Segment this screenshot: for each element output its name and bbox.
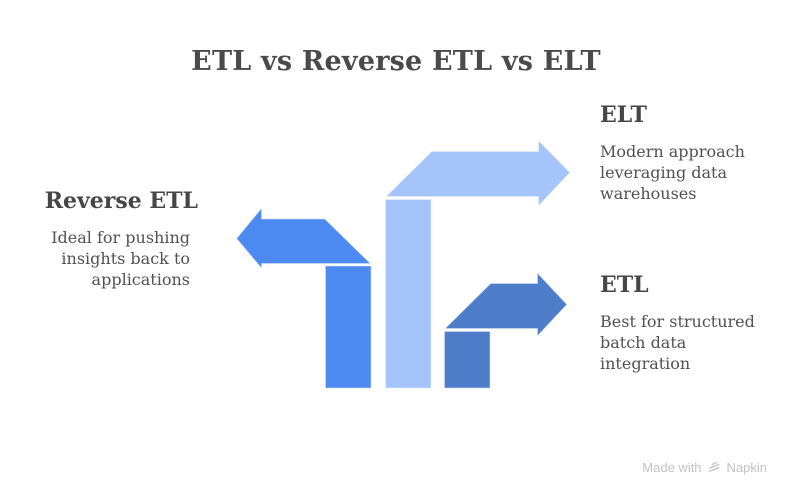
napkin-logo-icon xyxy=(708,461,719,472)
reverse-etl-heading: Reverse ETL xyxy=(44,188,198,214)
reverse-etl-description-line: insights back to xyxy=(61,248,190,268)
reverse-etl-description-line: Ideal for pushing xyxy=(51,227,190,247)
elt-description: Modern approach leveraging data warehous… xyxy=(600,141,770,204)
reverse-etl-label-block: Reverse ETL Ideal for pushing insights b… xyxy=(40,188,198,290)
reverse-etl-arrow xyxy=(235,204,374,390)
reverse-etl-description: Ideal for pushing insights back to appli… xyxy=(40,227,198,290)
made-with-text: Made with xyxy=(642,460,702,475)
etl-description: Best for structured batch data integrati… xyxy=(600,311,770,374)
etl-heading: ETL xyxy=(600,272,649,298)
etl-label-block: ETL Best for structured batch data integ… xyxy=(600,272,770,374)
reverse-etl-description-line: applications xyxy=(91,269,190,289)
reverse-etl-arrow-bend xyxy=(235,204,374,272)
made-with-napkin-badge[interactable]: Made with Napkin xyxy=(642,460,767,475)
elt-arrow xyxy=(383,137,572,390)
etl-description-line: Best for structured xyxy=(600,311,755,331)
elt-arrow-stem xyxy=(384,198,433,390)
napkin-brand-text: Napkin xyxy=(726,460,767,475)
etl-arrow xyxy=(442,270,569,390)
elt-description-line: Modern approach xyxy=(600,141,745,161)
elt-arrow-bend xyxy=(383,137,572,209)
etl-arrow-stem xyxy=(443,330,492,390)
etl-description-line: batch data xyxy=(600,332,687,352)
elt-description-line: leveraging data xyxy=(600,162,728,182)
reverse-etl-arrow-stem xyxy=(324,264,373,390)
elt-description-line: warehouses xyxy=(600,183,697,203)
diagram-title: ETL vs Reverse ETL vs ELT xyxy=(191,46,601,77)
elt-label-block: ELT Modern approach leveraging data ware… xyxy=(600,102,770,204)
etl-description-line: integration xyxy=(600,353,691,373)
etl-arrow-bend xyxy=(442,270,569,339)
elt-heading: ELT xyxy=(600,102,647,128)
